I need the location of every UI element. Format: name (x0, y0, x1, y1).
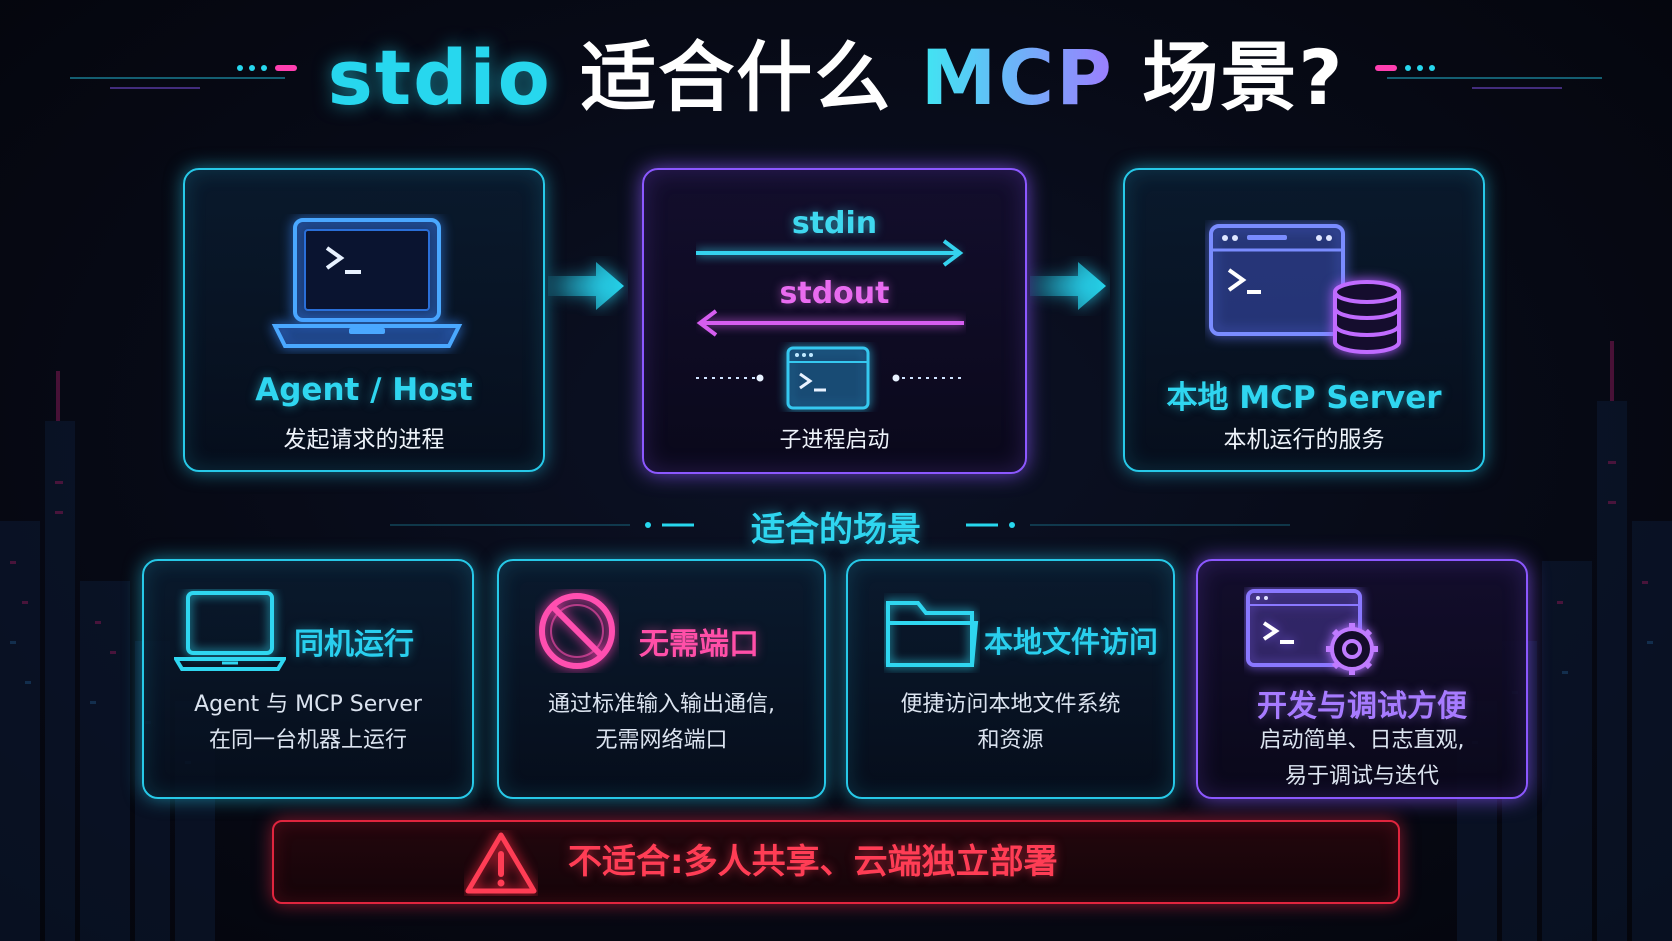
scenario-line-2: 在同一台机器上运行 (208, 728, 407, 753)
scenario-line-1: 便捷访问本地文件系统 (900, 692, 1121, 717)
subprocess-terminal-icon (696, 346, 966, 410)
terminal-gear-icon (1246, 589, 1378, 675)
laptop-icon (174, 591, 286, 671)
scenario-line-2: 和资源 (977, 728, 1044, 753)
scenario-card-no-port: 无需端口 通过标准输入输出通信, 无需网络端口 (497, 559, 826, 799)
title-part-mcp: MCP (920, 33, 1114, 122)
laptop-terminal-icon (271, 218, 463, 348)
scenario-title: 无需端口 (639, 627, 759, 662)
section-title: 适合的场景 (751, 510, 921, 550)
section-heading-rule (390, 522, 1290, 528)
scenario-title: 同机运行 (294, 627, 414, 662)
scenario-title: 本地文件访问 (984, 625, 1159, 659)
subprocess-caption: 子进程启动 (779, 428, 890, 453)
arrow-right-icon (548, 262, 624, 310)
scenario-card-dev-debug: 开发与调试方便 启动简单、日志直观, 易于调试与迭代 (1196, 559, 1528, 799)
city-skyline-right (1457, 341, 1672, 941)
server-title: 本地 MCP Server (1166, 380, 1442, 416)
host-panel: Agent / Host 发起请求的进程 (183, 168, 545, 472)
stdin-arrow-icon (696, 239, 964, 267)
page-title: stdio 适合什么 MCP 场景? (0, 28, 1672, 128)
scenario-line-1: 通过标准输入输出通信, (548, 692, 775, 717)
scenario-line-1: 启动简单、日志直观, (1259, 728, 1465, 753)
folder-icon (886, 601, 979, 667)
scenario-title: 开发与调试方便 (1257, 689, 1467, 724)
server-panel: 本地 MCP Server 本机运行的服务 (1123, 168, 1485, 472)
host-subtitle: 发起请求的进程 (283, 427, 445, 453)
scenario-line-1: Agent 与 MCP Server (194, 692, 422, 717)
title-part-scene: 场景? (1142, 33, 1345, 122)
host-title: Agent / Host (255, 372, 473, 408)
arrow-right-icon (1030, 262, 1106, 310)
stdout-arrow-icon (696, 309, 964, 337)
not-suitable-banner: 不适合:多人共享、云端独立部署 (272, 820, 1400, 904)
warning-icon (465, 832, 537, 894)
stdin-label: stdin (791, 206, 878, 241)
stdout-label: stdout (779, 276, 890, 311)
scenario-card-same-machine: 同机运行 Agent 与 MCP Server 在同一台机器上运行 (142, 559, 474, 799)
server-subtitle: 本机运行的服务 (1223, 427, 1385, 453)
title-deco-left (70, 65, 297, 89)
title-deco-right (1375, 65, 1602, 89)
not-suitable-text: 不适合:多人共享、云端独立部署 (568, 842, 1058, 882)
title-part-stdio: stdio (327, 33, 552, 122)
stdio-channel-panel: stdin stdout 子进程启动 (642, 168, 1027, 474)
no-entry-icon (539, 593, 615, 669)
server-terminal-database-icon (1209, 224, 1401, 354)
scenario-card-local-files: 本地文件访问 便捷访问本地文件系统 和资源 (846, 559, 1175, 799)
scenario-line-2: 易于调试与迭代 (1284, 764, 1439, 789)
scenario-line-2: 无需网络端口 (595, 728, 728, 753)
title-part-question: 适合什么 (580, 33, 893, 122)
